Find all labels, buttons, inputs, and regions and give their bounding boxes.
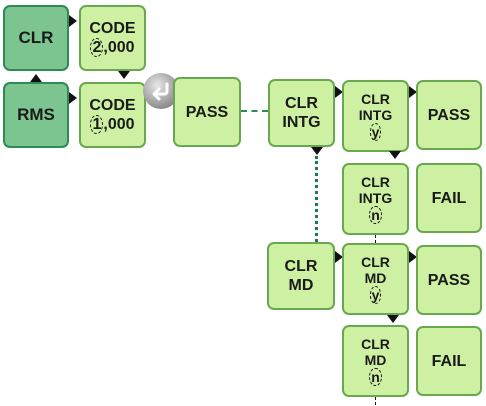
answer-no: n — [369, 206, 382, 224]
down-arrow-icon — [311, 147, 323, 155]
pass-box: PASS — [173, 77, 241, 147]
branch-line1: CLR — [361, 254, 390, 270]
right-arrow-icon — [69, 15, 77, 27]
clr-md-yes-box: CLR MD y — [342, 243, 409, 315]
clr-md-box: CLR MD — [267, 242, 335, 310]
clr-key-label: CLR — [18, 28, 54, 47]
pass-result-box: PASS — [416, 245, 482, 315]
result-label: PASS — [427, 106, 471, 124]
code-1000-digit: 1 — [90, 115, 104, 134]
down-arrow-icon — [389, 151, 401, 159]
rms-key: RMS — [3, 82, 69, 148]
code-1000-label: CODE — [89, 97, 136, 114]
clr-intg-line2: INTG — [282, 114, 321, 131]
clr-intg-no-box: CLR INTG n — [342, 163, 409, 235]
right-arrow-icon — [335, 86, 343, 98]
down-arrow-icon — [118, 71, 130, 79]
code-2000-label: CODE — [89, 20, 136, 37]
clr-md-no-box: CLR MD n — [342, 325, 409, 397]
result-label: FAIL — [431, 352, 467, 370]
right-arrow-icon — [335, 251, 343, 263]
answer-yes: y — [369, 286, 382, 304]
answer-no: n — [369, 368, 382, 386]
right-arrow-icon — [409, 86, 417, 98]
fail-result-box: FAIL — [416, 163, 482, 233]
result-label: PASS — [427, 271, 471, 289]
branch-line2: INTG — [358, 107, 393, 123]
code-2000-value: 2,000 — [90, 38, 135, 57]
dashed-tail — [375, 397, 376, 405]
fail-result-box: FAIL — [416, 326, 482, 396]
branch-line2: MD — [364, 270, 387, 286]
result-label: FAIL — [431, 189, 467, 207]
clr-intg-line1: CLR — [285, 95, 318, 112]
right-arrow-icon — [69, 92, 77, 104]
clr-key: CLR — [3, 5, 69, 71]
branch-line1: CLR — [361, 174, 390, 190]
branch-line2: INTG — [358, 190, 393, 206]
clr-intg-box: CLR INTG — [268, 79, 335, 147]
code-1000-value: 1,000 — [90, 115, 135, 134]
branch-line2: MD — [364, 352, 387, 368]
code-2000-box: CODE 2,000 — [79, 5, 146, 71]
dashed-tail — [375, 235, 376, 243]
pass-label: PASS — [185, 103, 229, 121]
code-1000-rest: 000 — [107, 116, 135, 133]
branch-line1: CLR — [361, 336, 390, 352]
rms-key-label: RMS — [17, 105, 55, 124]
down-arrow-icon — [387, 315, 399, 323]
clr-md-line1: CLR — [284, 258, 318, 275]
clr-md-line2: MD — [288, 277, 314, 294]
up-arrow-icon — [30, 74, 42, 82]
pass-result-box: PASS — [416, 80, 482, 150]
dashed-connector — [241, 110, 268, 112]
right-arrow-icon — [409, 251, 417, 263]
code-2000-rest: 000 — [107, 39, 135, 56]
code-2000-digit: 2 — [90, 38, 104, 57]
code-1000-box: CODE 1,000 — [79, 82, 146, 148]
answer-yes: y — [369, 123, 382, 141]
branch-line1: CLR — [361, 91, 390, 107]
clr-intg-yes-box: CLR INTG y — [342, 80, 409, 152]
dotted-connector — [315, 156, 318, 242]
